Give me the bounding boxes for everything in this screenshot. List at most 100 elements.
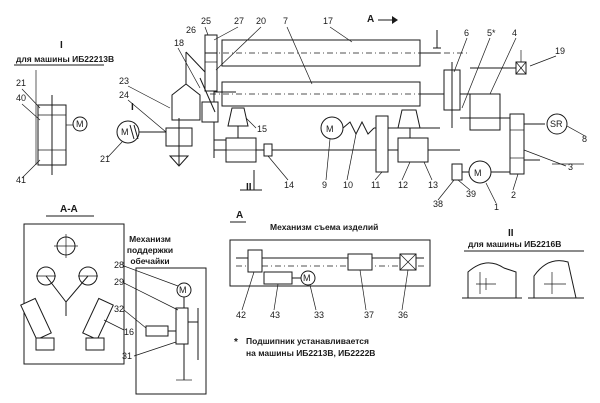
inset-i-motor bbox=[72, 116, 88, 132]
label-14: 14 bbox=[284, 180, 294, 190]
label-9: 9 bbox=[322, 180, 327, 190]
right-mount bbox=[85, 337, 105, 351]
label-26: 26 bbox=[186, 25, 196, 35]
label-32: 32 bbox=[114, 304, 124, 314]
drive-motor-9 bbox=[320, 116, 344, 140]
shell-support-mechanism: Механизм поддержки обечайки M 28 29 32 3… bbox=[114, 234, 207, 395]
clutch-i-assembly: I M 21 bbox=[100, 102, 166, 164]
label-16: 16 bbox=[124, 327, 134, 337]
inset-ii-left-frame bbox=[467, 262, 517, 298]
label-39: 39 bbox=[466, 189, 476, 199]
speed-reducer-label: SR bbox=[550, 119, 563, 129]
inset-i-roman: I bbox=[60, 40, 63, 51]
label-21-inset: 21 bbox=[16, 78, 26, 88]
removal-motor-label: M bbox=[303, 273, 311, 283]
removal-frame bbox=[229, 239, 431, 287]
label-5-star: 5* bbox=[487, 28, 496, 38]
gear-block-12 bbox=[397, 137, 429, 163]
speed-reducer-sr bbox=[546, 113, 568, 135]
removal-carriage-37 bbox=[347, 253, 373, 271]
footnote-line2: на машины ИБ2213В, ИБ2222В bbox=[246, 348, 375, 358]
sensor-38 bbox=[451, 163, 463, 181]
inset-i-title: для машины ИБ22213В bbox=[16, 54, 114, 64]
label-21: 21 bbox=[100, 154, 110, 164]
part-20-unit bbox=[204, 52, 218, 92]
label-29: 29 bbox=[114, 277, 124, 287]
label-3: 3 bbox=[568, 162, 573, 172]
label-11: 11 bbox=[371, 180, 380, 190]
removal-gear-43 bbox=[263, 271, 293, 285]
label-15: 15 bbox=[257, 124, 267, 134]
section-aa-title: A-A bbox=[60, 204, 78, 215]
spring-10 bbox=[342, 120, 375, 136]
label-18: 18 bbox=[174, 38, 184, 48]
footnote-line1: Подшипник устанавливается bbox=[246, 336, 369, 346]
inset-ii-title: для машины ИБ2216В bbox=[468, 239, 561, 249]
label-4: 4 bbox=[512, 28, 517, 38]
support-gear-29 bbox=[175, 307, 189, 345]
inset-i-motor-label: M bbox=[76, 119, 84, 129]
section-a-marker: A bbox=[367, 14, 374, 25]
label-40: 40 bbox=[16, 93, 26, 103]
label-7: 7 bbox=[283, 16, 288, 26]
part-13-cup bbox=[397, 109, 421, 129]
support-title-line3: обечайки bbox=[130, 256, 169, 266]
gearbox-4 bbox=[469, 93, 501, 131]
drive-motor-9-label: M bbox=[326, 124, 334, 134]
label-23: 23 bbox=[119, 76, 129, 86]
label-8: 8 bbox=[582, 134, 587, 144]
main-drive: A bbox=[119, 14, 587, 212]
removal-title: Механизм съема изделий bbox=[270, 222, 378, 232]
part-23-bracket bbox=[171, 83, 201, 121]
support-title-line2: поддержки bbox=[127, 245, 173, 255]
inset-ii-right-frame bbox=[533, 260, 577, 299]
gear-train-2-3 bbox=[509, 113, 525, 175]
label-25: 25 bbox=[201, 16, 211, 26]
section-a-a: A-A 16 bbox=[20, 204, 134, 365]
inset-ii-roman: II bbox=[508, 228, 514, 239]
label-31: 31 bbox=[122, 351, 132, 361]
left-mount bbox=[35, 337, 55, 351]
label-41: 41 bbox=[16, 175, 26, 185]
main-motor-label: M bbox=[474, 168, 482, 178]
gear-11 bbox=[375, 115, 389, 173]
label-10: 10 bbox=[343, 180, 353, 190]
label-6: 6 bbox=[464, 28, 469, 38]
label-24: 24 bbox=[119, 90, 129, 100]
label-42: 42 bbox=[236, 310, 246, 320]
right-cylinder bbox=[82, 297, 114, 341]
label-1: 1 bbox=[494, 202, 499, 212]
part-15-cup bbox=[227, 107, 249, 127]
label-37: 37 bbox=[364, 310, 374, 320]
label-27: 27 bbox=[234, 16, 244, 26]
product-removal-mechanism: A Механизм съема изделий M 42 43 33 37 3… bbox=[229, 210, 431, 320]
footnote: * Подшипник устанавливается на машины ИБ… bbox=[234, 336, 375, 358]
label-20: 20 bbox=[256, 16, 266, 26]
label-13: 13 bbox=[428, 180, 438, 190]
removal-view-marker: A bbox=[236, 210, 243, 221]
clutch-i-roman: I bbox=[131, 102, 134, 113]
label-43: 43 bbox=[270, 310, 280, 320]
label-2: 2 bbox=[511, 190, 516, 200]
inset-i: I для машины ИБ22213В M 21 40 41 bbox=[14, 40, 114, 185]
support-motor-label: M bbox=[179, 285, 187, 295]
removal-block-42 bbox=[247, 249, 263, 273]
label-28: 28 bbox=[114, 260, 124, 270]
footnote-mark: * bbox=[234, 337, 238, 348]
label-38: 38 bbox=[433, 199, 443, 209]
label-36: 36 bbox=[398, 310, 408, 320]
section-ii-marker: II bbox=[246, 182, 252, 193]
inset-ii: II для машины ИБ2216В bbox=[462, 228, 584, 299]
part-27-housing bbox=[204, 34, 218, 54]
label-19: 19 bbox=[555, 46, 565, 56]
clutch-i-motor-label: M bbox=[121, 127, 129, 137]
label-12: 12 bbox=[398, 180, 408, 190]
coupling-14 bbox=[263, 143, 273, 157]
part-24-block bbox=[201, 101, 219, 123]
support-title-line1: Механизм bbox=[129, 234, 171, 244]
left-cylinder bbox=[20, 297, 52, 341]
support-roller-32 bbox=[145, 325, 169, 337]
label-33: 33 bbox=[314, 310, 324, 320]
label-17: 17 bbox=[323, 16, 333, 26]
